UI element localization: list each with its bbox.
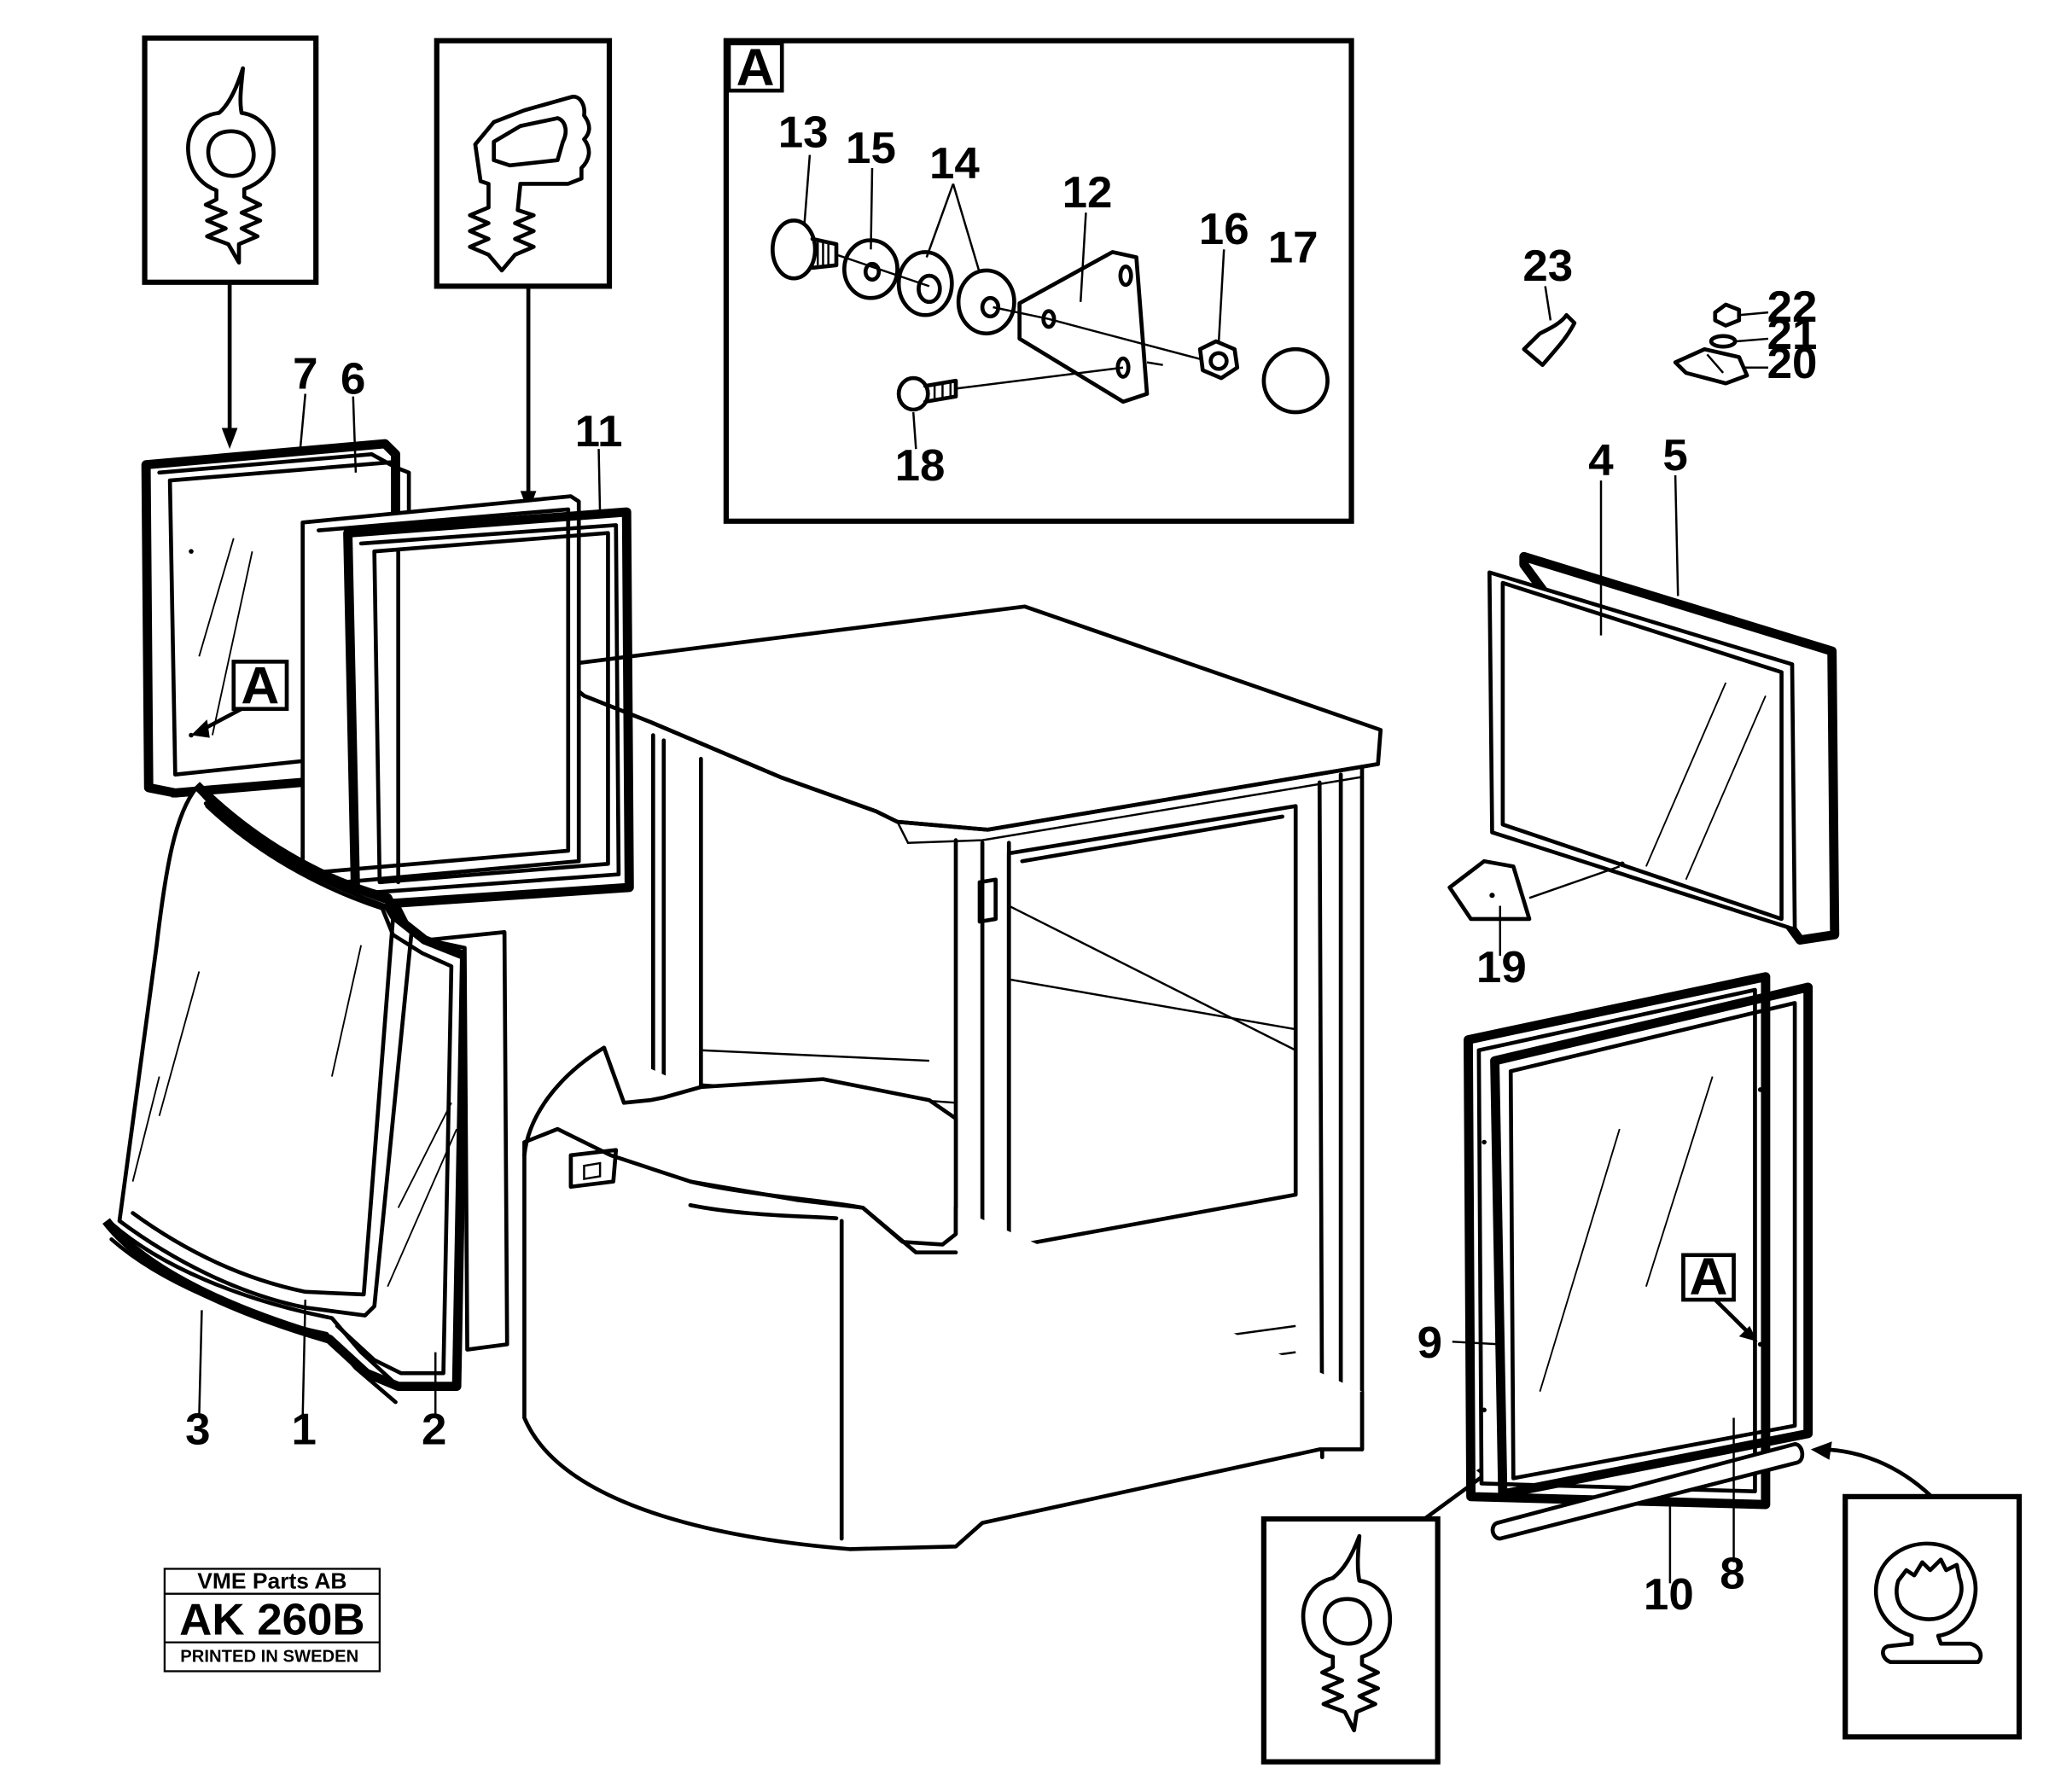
label-part-5: 5 bbox=[1662, 430, 1687, 480]
washer-14a bbox=[896, 250, 954, 317]
label-part-1: 1 bbox=[292, 1405, 317, 1455]
publisher-stamp: VME Parts AB AK 260B PRINTED IN SWEDEN bbox=[163, 1568, 381, 1673]
seal-profile-inset-1 bbox=[142, 35, 319, 450]
stamp-printed: PRINTED IN SWEDEN bbox=[180, 1648, 358, 1667]
label-part-9: 9 bbox=[1418, 1318, 1442, 1368]
rubber-hose-23 bbox=[1522, 312, 1577, 368]
seal-profile-inset-4 bbox=[1810, 1441, 2023, 1740]
clip-20 bbox=[1673, 346, 1749, 386]
svg-text:A: A bbox=[1690, 1248, 1728, 1306]
label-part-20: 20 bbox=[1767, 338, 1818, 388]
bracket-19 bbox=[1447, 858, 1621, 922]
label-part-23: 23 bbox=[1522, 241, 1573, 291]
label-part-18: 18 bbox=[895, 440, 946, 491]
nut-22 bbox=[1713, 302, 1742, 328]
washer-14b bbox=[956, 268, 1016, 336]
cap-17 bbox=[1261, 346, 1330, 415]
detail-a-hardware-box: A bbox=[723, 38, 1354, 524]
label-part-4: 4 bbox=[1588, 435, 1613, 486]
label-part-8: 8 bbox=[1720, 1549, 1744, 1599]
bottom-seal-10 bbox=[1490, 1442, 1805, 1541]
label-part-19: 19 bbox=[1476, 942, 1527, 992]
stamp-code: AK 260B bbox=[179, 1595, 364, 1645]
callout-a-right: A bbox=[1681, 1248, 1758, 1342]
label-part-6: 6 bbox=[341, 354, 365, 404]
operator-cab-body bbox=[522, 604, 1383, 1551]
screw-13 bbox=[771, 218, 839, 281]
label-part-7: 7 bbox=[293, 349, 317, 399]
label-part-14: 14 bbox=[929, 138, 980, 189]
screw-18 bbox=[896, 375, 958, 412]
bracket-12 bbox=[1017, 250, 1163, 404]
window-11 bbox=[300, 494, 634, 911]
label-part-10: 10 bbox=[1644, 1569, 1694, 1620]
window-4 bbox=[1487, 551, 1840, 945]
stamp-company: VME Parts AB bbox=[197, 1568, 346, 1594]
label-part-22: 22 bbox=[1767, 282, 1818, 332]
label-part-16: 16 bbox=[1199, 204, 1249, 254]
label-part-21: 21 bbox=[1767, 309, 1818, 359]
lower-seal-3 bbox=[109, 1221, 459, 1405]
label-part-12: 12 bbox=[1062, 167, 1113, 218]
seal-profile-inset-3 bbox=[1260, 1459, 1495, 1765]
label-part-3: 3 bbox=[185, 1405, 210, 1455]
label-part-11: 11 bbox=[575, 406, 623, 457]
washer-15 bbox=[842, 238, 899, 300]
label-part-2: 2 bbox=[422, 1405, 446, 1455]
side-glass-2 bbox=[387, 930, 509, 1352]
label-part-17: 17 bbox=[1268, 223, 1319, 273]
part-labels: 1 2 3 4 5 6 7 8 9 10 11 12 13 14 15 16 1… bbox=[185, 108, 1817, 1620]
label-part-13: 13 bbox=[778, 108, 829, 158]
detail-a-letter: A bbox=[736, 38, 775, 97]
leader-lines bbox=[198, 154, 1769, 1584]
nut-16 bbox=[1197, 339, 1240, 381]
callout-a-left: A bbox=[191, 657, 289, 738]
seal-profile-inset-2 bbox=[434, 38, 613, 512]
svg-text:A: A bbox=[241, 657, 279, 716]
windshield-seal-2 bbox=[102, 782, 469, 1392]
door-window-8 bbox=[1464, 972, 1813, 1510]
washer-21 bbox=[1709, 334, 1738, 349]
label-part-15: 15 bbox=[846, 123, 896, 173]
